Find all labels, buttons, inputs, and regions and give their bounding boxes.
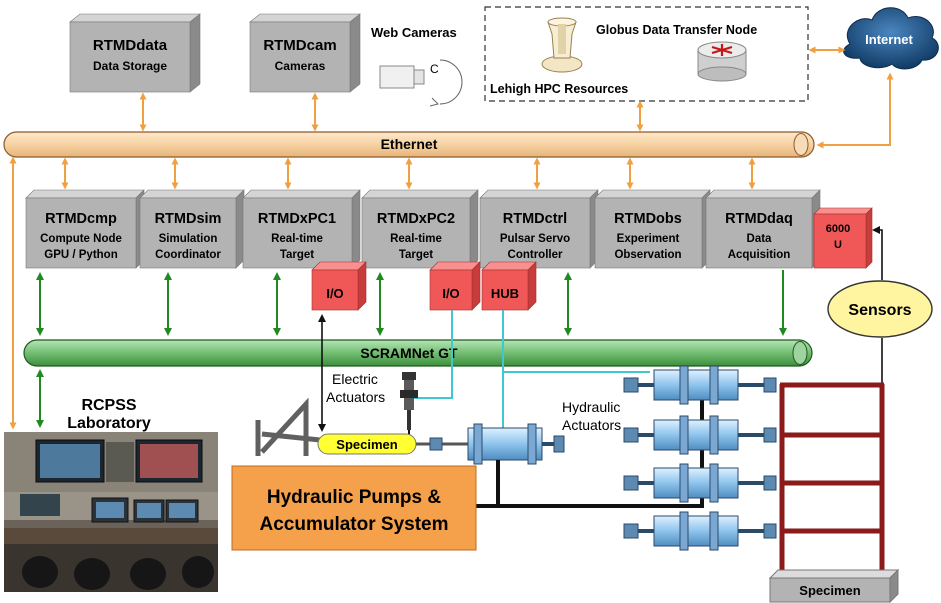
sensors-node: Sensors: [827, 280, 933, 338]
node-line1: Pulsar Servo: [500, 233, 570, 245]
hydraulic-pumps-box: Hydraulic Pumps & Accumulator System: [231, 465, 477, 551]
io-label: I/O: [326, 286, 343, 301]
hub-module: HUB: [481, 261, 537, 311]
io-label: I/O: [442, 286, 459, 301]
scramnet-bus: SCRAMNet GT: [23, 339, 813, 367]
hydraulic-actuator-3: [623, 463, 777, 503]
node-line2: Acquisition: [728, 249, 791, 261]
hydraulic-actuators-line1: Hydraulic: [562, 399, 620, 415]
node-line1: Simulation: [159, 233, 218, 245]
lab-photo: [4, 432, 218, 592]
internet-label: Internet: [865, 32, 913, 47]
rtmdcam-title: RTMDcam: [263, 37, 336, 54]
node-title: RTMDobs: [614, 211, 682, 227]
sensors-to-daq-link: [872, 226, 883, 280]
node-title: RTMDxPC2: [377, 211, 455, 227]
node-title: RTMDcmp: [45, 211, 117, 227]
ethernet-label: Ethernet: [381, 136, 438, 152]
hub-label: HUB: [491, 286, 519, 301]
node-line1: Data: [747, 233, 773, 245]
node-line1: Real-time: [390, 233, 442, 245]
daq-module-line2: U: [834, 239, 842, 251]
lab-line2: Laboratory: [67, 415, 151, 432]
router-icon: [697, 41, 747, 82]
internet-cloud: Internet: [843, 7, 939, 70]
node-line2: Observation: [614, 249, 681, 261]
hydraulic-actuators-line2: Actuators: [562, 417, 621, 433]
electric-actuator-icon: [400, 372, 418, 440]
rtmddata-title: RTMDdata: [93, 37, 168, 54]
hydraulic-actuator-stack: [623, 365, 777, 551]
node-rtmdsim: RTMDsim Simulation Coordinator: [139, 189, 245, 269]
web-cameras-label: Web Cameras: [371, 25, 457, 40]
globus-label: Globus Data Transfer Node: [596, 23, 757, 37]
node-rtmdxpc1: RTMDxPC1 Real-time Target: [242, 189, 361, 269]
pumps-line2: Accumulator System: [259, 514, 448, 535]
node-title: RTMDdaq: [725, 211, 793, 227]
rtmdcam-subtitle: Cameras: [275, 59, 326, 73]
sensors-label: Sensors: [848, 302, 911, 319]
hydraulic-actuator-main: [429, 423, 565, 465]
node-line2: GPU / Python: [44, 249, 117, 261]
node-title: RTMDctrl: [503, 211, 567, 227]
node-line1: Real-time: [271, 233, 323, 245]
node-rtmdctrl: RTMDctrl Pulsar Servo Controller: [479, 189, 599, 269]
hydraulic-actuator-2: [623, 415, 777, 455]
hpc-resources-region: [484, 6, 809, 102]
specimen-left: Specimen: [317, 433, 417, 455]
camera-glyph: C: [430, 62, 439, 76]
daq-module-line1: 6000: [826, 223, 850, 235]
hpc-tower-icon: [541, 17, 583, 73]
scramnet-links: [36, 270, 787, 428]
pumps-line1: Hydraulic Pumps &: [267, 487, 441, 508]
specimen-base-right: Specimen: [768, 568, 900, 603]
test-frame: [779, 382, 885, 572]
io-module-xpc1: I/O: [311, 261, 367, 311]
node-line2: Target: [280, 249, 314, 261]
lab-line1: RCPSS: [81, 397, 136, 414]
io-module-xpc2: I/O: [429, 261, 481, 311]
node-line2: Controller: [508, 249, 563, 261]
daq-6000u-module: 6000 U: [813, 207, 873, 269]
node-title: RTMDsim: [155, 211, 222, 227]
node-line1: Experiment: [617, 233, 680, 245]
node-rtmdobs: RTMDobs Experiment Observation: [594, 189, 711, 269]
ethernet-links: [9, 46, 894, 430]
electric-actuators-line1: Electric: [332, 371, 378, 387]
web-camera-icon: C: [379, 59, 463, 107]
hydraulic-actuator-4: [623, 511, 777, 551]
rtmdcam-box: RTMDcam Cameras: [249, 13, 361, 93]
specimen-left-label: Specimen: [336, 437, 397, 452]
node-rtmddaq: RTMDdaq Data Acquisition: [705, 189, 821, 269]
rtmddata-subtitle: Data Storage: [93, 59, 167, 73]
ethernet-bus: Ethernet: [3, 131, 815, 158]
control-signal-lines: [414, 310, 650, 432]
node-title: RTMDxPC1: [258, 211, 336, 227]
node-line2: Coordinator: [155, 249, 221, 261]
node-line1: Compute Node: [40, 233, 122, 245]
node-rtmdxpc2: RTMDxPC2 Real-time Target: [361, 189, 479, 269]
reaction-bracket: [255, 397, 321, 456]
hydraulic-actuator-1: [623, 365, 777, 405]
rtmddata-box: RTMDdata Data Storage: [69, 13, 201, 93]
node-line2: Target: [399, 249, 433, 261]
node-rtmdcmp: RTMDcmp Compute Node GPU / Python: [25, 189, 145, 269]
lehigh-hpc-label: Lehigh HPC Resources: [490, 82, 628, 96]
specimen-right-label: Specimen: [799, 583, 860, 598]
electric-actuators-line2: Actuators: [326, 389, 385, 405]
scramnet-label: SCRAMNet GT: [360, 345, 458, 361]
